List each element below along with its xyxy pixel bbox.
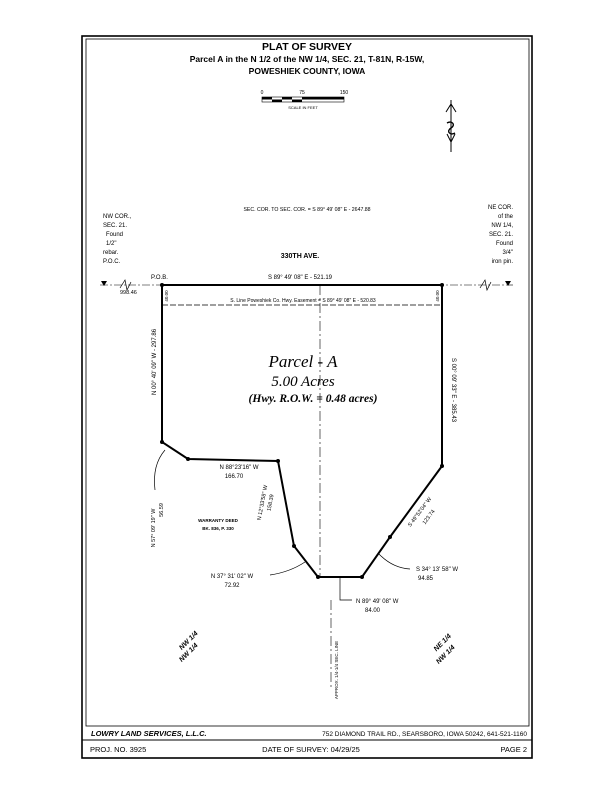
plat-subtitle-1: Parcel A in the N 1/2 of the NW 1/4, SEC… (190, 54, 425, 64)
parcel-boundary (161, 284, 443, 578)
scale-label: SCALE IN FEET (288, 105, 318, 110)
svg-text:NW 1/4,: NW 1/4, (491, 223, 513, 229)
road-name: 330TH AVE. (281, 253, 320, 260)
svg-text:SEC. 21.: SEC. 21. (103, 223, 127, 229)
east-boundary-bearing: S 00° 09' 33" E - 385.43 (450, 358, 456, 423)
parcel-row-area: (Hwy. R.O.W. = 0.48 acres) (249, 393, 378, 405)
svg-text:Found: Found (106, 232, 123, 238)
scale-tick-75: 75 (299, 90, 305, 96)
course-2-bearing: N 88°23'16" W (219, 465, 258, 471)
course-5-distance: 84.00 (365, 608, 381, 614)
svg-text:iron pin.: iron pin. (492, 259, 514, 265)
parcel-area: 5.00 Acres (271, 374, 334, 390)
break-mark-right (479, 279, 492, 292)
course-1-bearing: N 57° 09' 19" W (151, 508, 157, 548)
course-4-leader (269, 561, 306, 576)
course-6-bearing: S 34° 13' 58" W (416, 567, 458, 573)
course-1-leader (154, 449, 166, 491)
course-5-bearing: N 89° 49' 08" W (356, 599, 399, 605)
plat-subtitle-2: POWESHIEK COUNTY, IOWA (249, 66, 366, 76)
svg-text:1/2": 1/2" (106, 241, 116, 247)
pob-label: P.O.B. (151, 275, 168, 281)
row-width-left: 40.00 (164, 290, 169, 302)
course-4-bearing: N 37° 31' 02" W (211, 574, 254, 580)
course-6-leader (377, 552, 411, 570)
north-boundary-bearing: S 89° 49' 08" E - 521.19 (268, 275, 333, 281)
company-name: LOWRY LAND SERVICES, L.L.C. (91, 729, 207, 738)
svg-text:NW COR.,: NW COR., (103, 214, 132, 220)
course-4-distance: 72.92 (224, 583, 240, 589)
nw-corner-note: NW COR., SEC. 21. Found 1/2" rebar. P.O.… (103, 214, 132, 265)
svg-text:of the: of the (498, 214, 514, 220)
svg-text:P.O.C.: P.O.C. (103, 259, 121, 265)
approx-sec-line-label: APPROX. 1/4-1/4 SEC. LINE (334, 641, 339, 699)
section-line-label: SEC. COR. TO SEC. COR. = S 89° 49' 08" E… (243, 207, 370, 213)
warranty-deed-book: BK. 836, P. 330 (202, 526, 234, 531)
page-number: PAGE 2 (500, 745, 527, 754)
easement-label: S. Line Poweshiek Co. Hwy. Easement = S … (230, 298, 376, 304)
scale-bar: 0 75 150 SCALE IN FEET (261, 90, 349, 110)
course-5-leader (339, 578, 352, 601)
course-1-distance: 56.59 (159, 503, 165, 517)
course-2-distance: 166.70 (225, 474, 244, 480)
scale-tick-150: 150 (340, 90, 349, 96)
scale-tick-0: 0 (261, 90, 264, 96)
project-number: PROJ. NO. 3925 (90, 745, 146, 754)
survey-date: DATE OF SURVEY: 04/29/25 (262, 745, 360, 754)
ne-corner-note: NE COR. of the NW 1/4, SEC. 21. Found 3/… (488, 205, 514, 265)
svg-text:rebar.: rebar. (103, 250, 119, 256)
west-boundary-bearing: N 00° 40' 09" W - 297.86 (152, 328, 158, 395)
plat-title: PLAT OF SURVEY (262, 41, 352, 53)
ne-corner-marker-icon (505, 281, 511, 286)
pob-distance: 998.46 (120, 290, 137, 296)
svg-text:Found: Found (496, 241, 513, 247)
inner-border (85, 38, 530, 727)
row-width-right: 40.00 (435, 290, 440, 302)
svg-text:3/4": 3/4" (503, 250, 513, 256)
corner-monuments (160, 283, 444, 579)
north-arrow-icon (445, 100, 457, 152)
break-mark-left (119, 279, 132, 292)
parcel-name: Parcel - A (268, 352, 339, 371)
warranty-deed-label: WARRANTY DEED (198, 518, 238, 523)
svg-text:SEC. 21.: SEC. 21. (489, 232, 513, 238)
course-3-distance: 158.39 (266, 494, 275, 512)
outer-border (81, 35, 533, 759)
course-6-distance: 94.85 (418, 576, 434, 582)
company-address: 752 DIAMOND TRAIL RD., SEARSBORO, IOWA 5… (322, 731, 527, 738)
nw-corner-marker-icon (101, 281, 107, 286)
svg-text:NE COR.: NE COR. (488, 205, 513, 211)
